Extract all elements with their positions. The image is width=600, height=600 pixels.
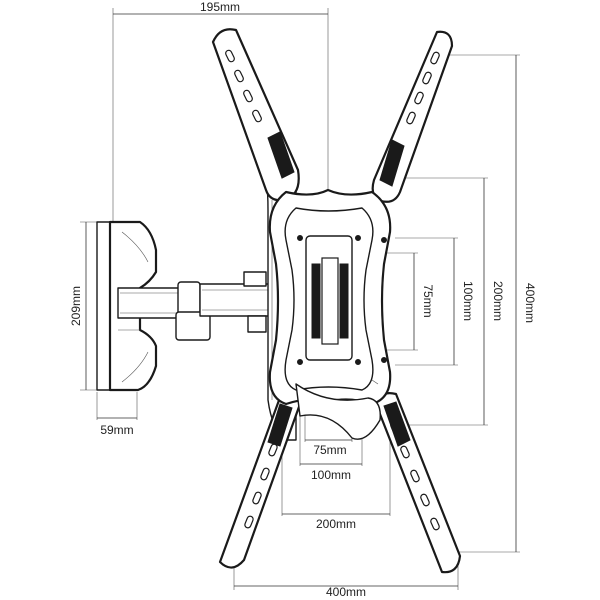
dim-vesa-200-vertical: 200mm [491,281,505,321]
dim-wall-plate-depth: 59mm [100,423,133,437]
vesa-rail-top-right [371,30,454,203]
dim-wall-plate-height: 209mm [69,286,83,326]
dim-vesa-400-vertical: 400mm [523,283,537,323]
dimension-lines [85,13,517,587]
dim-vesa-100-horizontal: 100mm [311,468,351,482]
dim-vesa-400-horizontal: 400mm [326,585,366,599]
vesa-rail-bottom-left [218,390,302,569]
dim-vesa-200-horizontal: 200mm [316,517,356,531]
swing-arm [117,271,271,341]
dim-vesa-75-vertical: 75mm [421,284,435,317]
dim-vesa-100-vertical: 100mm [461,281,475,321]
dim-arm-extension: 195mm [200,0,240,14]
vesa-rail-bottom-right [374,392,462,574]
vesa-rail-top-left [211,28,300,202]
dimension-labels: 195mm 209mm 59mm 75mm 100mm 200mm 400mm … [69,0,537,599]
center-plate [268,188,392,440]
dim-vesa-75-horizontal: 75mm [313,443,346,457]
